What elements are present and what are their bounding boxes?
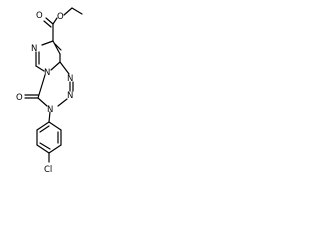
- bond-n5-c8a: [50, 61, 61, 71]
- bond-ethyl-ch3: [71, 7, 83, 15]
- bond-c8-c8a: [52, 40, 61, 55]
- molecule-svg: O O N N N N N O Cl: [16, 7, 83, 175]
- atom-label-carbonyl-oxygen: O: [36, 11, 43, 21]
- atom-label-chlorine: Cl: [44, 165, 52, 175]
- bond-n3-phenyl: [48, 111, 51, 123]
- bond-ph-3-4: [48, 144, 62, 154]
- bond-c4-n5: [37, 74, 46, 99]
- atom-label-ether-oxygen: O: [57, 12, 64, 22]
- atom-label-ketone-oxygen: O: [16, 93, 23, 103]
- bond-n3-c4: [37, 97, 48, 107]
- atom-label-triazine-nitrogen-1: N: [67, 74, 73, 84]
- bond-c8a-n1: [59, 61, 70, 75]
- bond-c6-n5: [35, 65, 45, 72]
- bond-carbonyl-double-a: [45, 17, 54, 25]
- bond-ph-6-1-double: [39, 125, 50, 133]
- bond-ph-1-2: [48, 121, 62, 131]
- bond-oether-carbonylc: [52, 17, 58, 25]
- bond-n2-n3: [57, 98, 68, 107]
- bond-c8-c8a-double: [54, 43, 62, 51]
- bond-c8-n7: [41, 40, 54, 46]
- atom-label-bridgehead-nitrogen: N: [44, 68, 50, 78]
- bond-carbonyl-double-b: [43, 20, 52, 28]
- bond-ph-6-1: [36, 121, 50, 131]
- bond-ph-4-5: [36, 144, 50, 154]
- molecule-structure-diagram: O O N N N N N O Cl: [0, 0, 95, 182]
- atom-label-imidazole-nitrogen: N: [31, 44, 37, 54]
- bond-ethyl-ch2-o: [63, 7, 73, 16]
- atom-label-triazine-nitrogen-2: N: [67, 91, 73, 101]
- atom-label-amide-nitrogen: N: [47, 105, 53, 115]
- bond-ph-4-5-double: [39, 142, 51, 150]
